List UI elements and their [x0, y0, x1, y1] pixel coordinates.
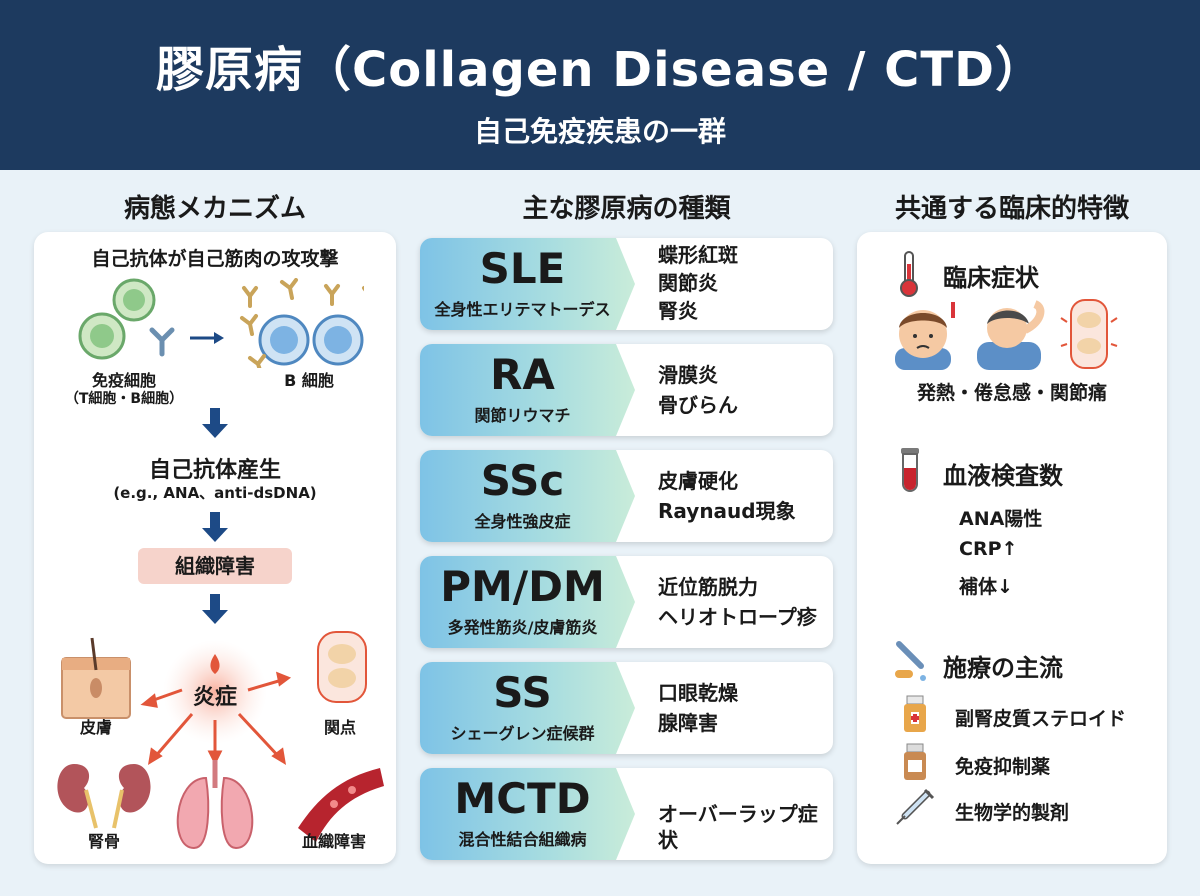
immune-cells-illustration: [78, 278, 364, 368]
vessel-label: 血織障害: [301, 832, 366, 851]
fever-face-icon: [895, 302, 955, 370]
mechanism-panel: 自己抗体が自己筋肉の攻攻撃 免疫細胞: [34, 232, 396, 864]
disease-symptom: 関節炎: [658, 271, 718, 295]
disease-symptom: オーバーラップ症状: [658, 802, 818, 852]
blood-vessel-icon: [298, 768, 384, 842]
skin-label: 皮膚: [79, 718, 112, 737]
joint-icon: [317, 631, 367, 703]
disease-card-ss: SS シェーグレン症候群 口眼乾燥 腺障害: [420, 662, 833, 754]
disease-card-pm-dm: PM/DM 多発性筋炎/皮膚筋炎 近位筋脱力 ヘリオトロープ疹: [420, 556, 833, 648]
blood-test-item: 補体↓: [959, 576, 1013, 598]
flame-icon: [210, 654, 220, 674]
disease-abbr: RA: [490, 350, 555, 399]
disease-symptom: 蝶形紅斑: [658, 243, 738, 267]
disease-abbr: PM/DM: [440, 562, 605, 611]
blood-tube-icon: [901, 448, 919, 492]
immune-cells-label: 免疫細胞: [91, 371, 156, 390]
disease-symptom: 口眼乾燥: [658, 681, 738, 705]
disease-symptom: 近位筋脱力: [658, 575, 758, 599]
blood-test-item: CRP↑: [959, 538, 1018, 560]
b-cell-label: B 細胞: [284, 371, 334, 390]
symptoms-title: 臨床症状: [943, 264, 1039, 292]
disease-tag: [420, 344, 635, 436]
disease-symptom: 皮膚硬化: [658, 469, 738, 493]
treatment-item: 副腎皮質ステロイド: [955, 708, 1127, 730]
antibody-icon: [149, 327, 175, 357]
disease-symptom: 滑膜炎: [658, 363, 718, 387]
clinical-column-title: 共通する臨床的特徴: [894, 194, 1129, 224]
immune-cell-icon: [78, 278, 156, 360]
disease-symptom: Raynaud現象: [658, 499, 796, 523]
disease-card-ssc: SSc 全身性強皮症 皮膚硬化 Raynaud現象: [420, 450, 833, 542]
page-subtitle: 自己免疫疾患の一群: [473, 115, 726, 148]
autoantibody-title: 自己抗体産生: [148, 458, 281, 483]
disease-abbr: SLE: [479, 244, 566, 293]
disease-card-sle: SLE 全身性エリテマトーデス 蝶形紅斑 関節炎 腎炎: [420, 238, 833, 330]
inflammation-arrows: [140, 671, 292, 766]
fatigue-person-icon: [977, 300, 1045, 370]
antibodies-icon: [240, 278, 364, 368]
joint-label: 関点: [323, 718, 356, 737]
pill-bottle-icon: [904, 743, 926, 780]
disease-card-mctd: MCTD 混合性結合組織病 オーバーラップ症状: [420, 768, 833, 860]
disease-name: 関節リウマチ: [474, 406, 571, 425]
page-title: 膠原病（Collagen Disease / CTD）: [155, 42, 1044, 98]
inflammation-network: [57, 631, 384, 850]
kidney-icon: [57, 764, 151, 829]
disease-tag: [420, 662, 635, 754]
thermometer-icon: [900, 251, 918, 297]
disease-abbr: MCTD: [454, 774, 591, 823]
joint-pain-icon: [1060, 299, 1118, 369]
syringe-icon: [896, 788, 935, 825]
disease-tag: [420, 768, 635, 860]
right-arrow-icon: [190, 332, 224, 344]
types-column-title: 主な膠原病の種類: [522, 194, 731, 224]
immune-cells-sublabel: （T細胞・B細胞）: [64, 391, 184, 407]
blood-tests-title: 血液検査数: [943, 462, 1063, 490]
medicine-dropper-icon: [895, 641, 926, 681]
treatment-item: 生物学的製剤: [955, 802, 1070, 824]
clinical-panel: 臨床症状 発熱・倦怠感・関節痛 血液検査数 ANA陽性 CRP↑: [857, 232, 1167, 864]
disease-card-ra: RA 関節リウマチ 滑膜炎 骨びらん: [420, 344, 833, 436]
disease-symptom: 腺障害: [658, 711, 718, 735]
kidney-label: 腎骨: [87, 832, 120, 851]
disease-abbr: SSc: [480, 456, 565, 505]
b-cell-icon: [258, 314, 364, 366]
steroid-bottle-icon: [904, 695, 926, 732]
disease-tag: [420, 450, 635, 542]
lungs-icon: [176, 760, 254, 850]
blood-test-item: ANA陽性: [959, 508, 1043, 530]
autoantibody-examples: (e.g., ANA、anti-dsDNA): [113, 484, 317, 502]
disease-name: 全身性エリテマトーデス: [434, 300, 611, 319]
disease-tag: [420, 238, 635, 330]
treatment-item: 免疫抑制薬: [955, 756, 1051, 778]
skin-icon: [61, 637, 131, 719]
inflammation-label: 炎症: [192, 685, 237, 710]
disease-name: 全身性強皮症: [474, 512, 571, 531]
header-banner: 膠原病（Collagen Disease / CTD） 自己免疫疾患の一群: [0, 0, 1200, 170]
disease-symptom: 腎炎: [658, 299, 698, 323]
treatment-title: 施療の主流: [943, 654, 1063, 682]
disease-name: シェーグレン症候群: [450, 724, 595, 743]
disease-tag: [420, 556, 635, 648]
symptoms-illustration: [895, 299, 1118, 370]
mechanism-column-title: 病態メカニズム: [123, 194, 306, 224]
disease-symptom: 骨びらん: [658, 393, 738, 417]
disease-abbr: SS: [493, 668, 552, 717]
disease-name: 多発性筋炎/皮膚筋炎: [447, 618, 598, 637]
disease-symptom: ヘリオトロープ疹: [658, 605, 817, 629]
mechanism-heading: 自己抗体が自己筋肉の攻攻撃: [91, 248, 339, 270]
tissue-damage-badge: 組織障害: [138, 548, 292, 584]
symptoms-text: 発熱・倦怠感・関節痛: [916, 382, 1107, 404]
disease-name: 混合性結合組織病: [458, 830, 587, 849]
